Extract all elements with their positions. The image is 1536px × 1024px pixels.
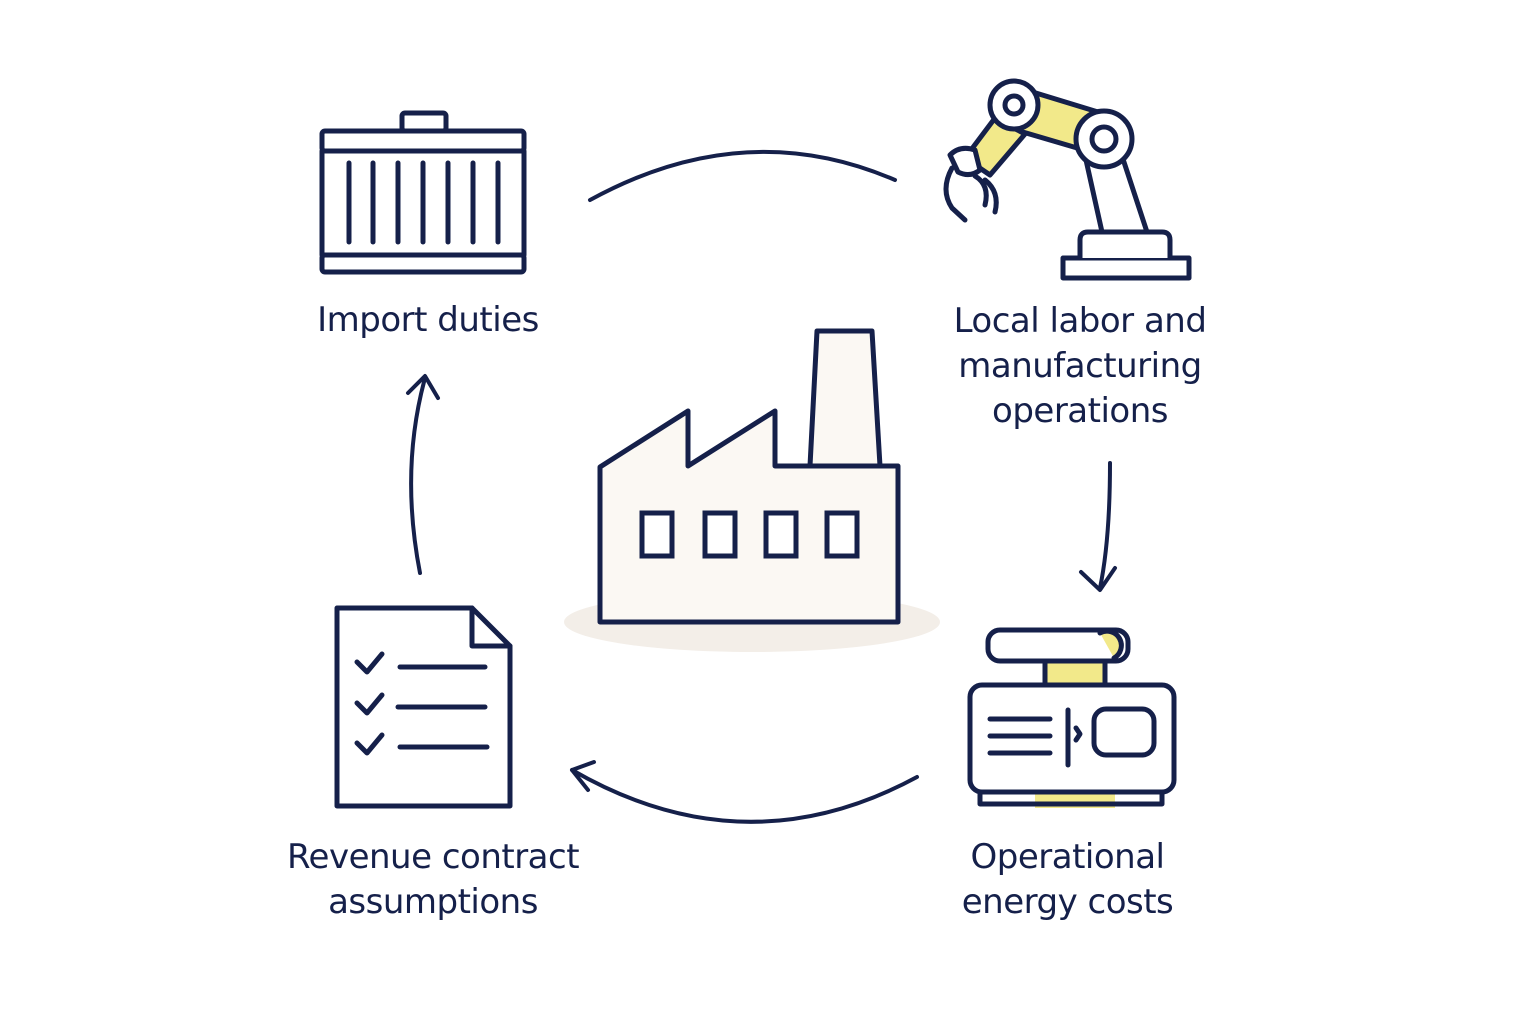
checklist-document-icon bbox=[334, 605, 513, 809]
arrow-right bbox=[1079, 461, 1117, 592]
label-energy-costs-line2: energy costs bbox=[961, 882, 1174, 922]
label-import-duties-line1: Import duties bbox=[317, 300, 539, 340]
factory-icon bbox=[564, 328, 940, 652]
label-local-labor-line3: operations bbox=[992, 391, 1168, 431]
label-local-labor-line1: Local labor and bbox=[953, 301, 1207, 341]
label-revenue-contract: Revenue contract assumptions bbox=[268, 835, 598, 925]
generator-icon bbox=[967, 627, 1177, 808]
arrow-left bbox=[406, 374, 440, 575]
arrow-bottom bbox=[570, 760, 919, 824]
label-energy-costs: Operational energy costs bbox=[925, 835, 1210, 925]
label-local-labor-line2: manufacturing bbox=[958, 346, 1202, 386]
label-local-labor: Local labor and manufacturing operations bbox=[930, 299, 1230, 434]
robotic-arm-icon bbox=[943, 78, 1192, 281]
label-energy-costs-line1: Operational bbox=[970, 837, 1165, 877]
label-import-duties: Import duties bbox=[293, 298, 563, 343]
cargo-container-icon bbox=[319, 110, 527, 275]
connector-top bbox=[588, 149, 897, 202]
label-revenue-contract-line1: Revenue contract bbox=[286, 837, 580, 877]
label-revenue-contract-line2: assumptions bbox=[328, 882, 538, 922]
